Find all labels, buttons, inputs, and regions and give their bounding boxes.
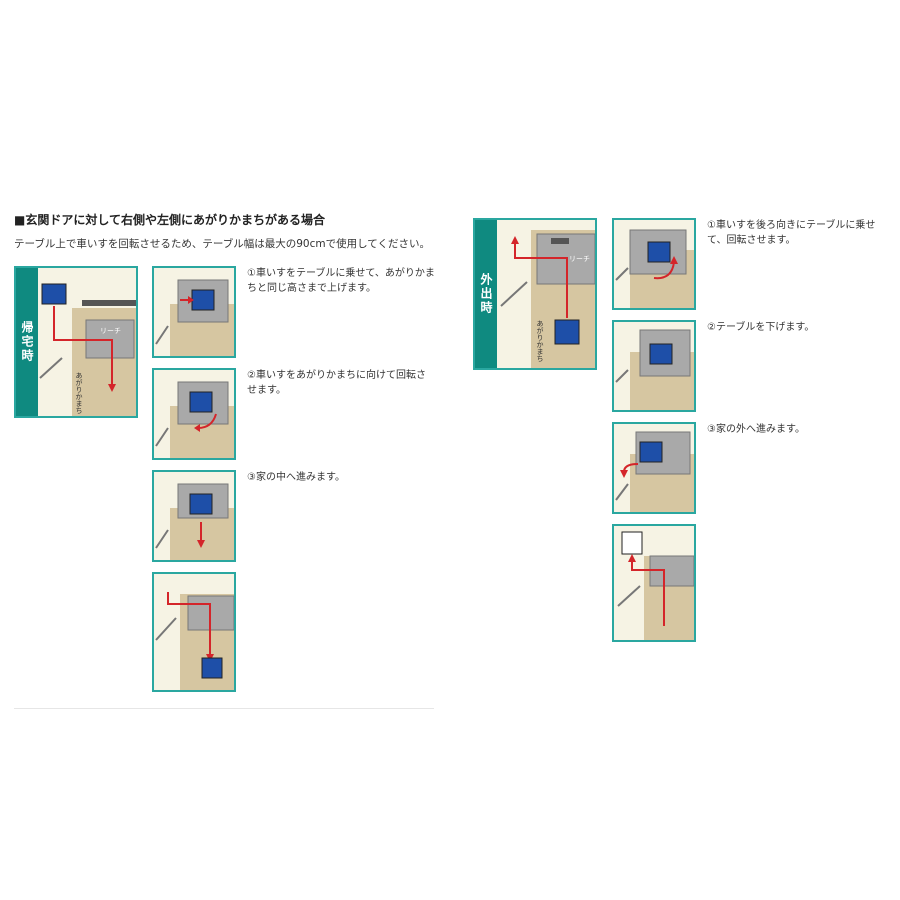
return-home-overview-diagram (38, 268, 136, 416)
return-home-label: 帰宅時 (16, 268, 38, 416)
return-home-reach-label: リーチ (100, 327, 121, 335)
going-out-label: 外出時 (475, 220, 497, 368)
going-out-step3-diagram (612, 422, 696, 514)
return-home-step3-text: ③家の中へ進みます。 (247, 472, 345, 483)
going-out-step3-text: ③家の外へ進みます。 (707, 424, 805, 435)
return-home-step3-diagram (152, 470, 236, 562)
going-out-reach-label: リーチ (569, 255, 590, 263)
return-home-step1-diagram (152, 266, 236, 358)
return-home-overview: 帰宅時 リーチ あがりかまち (14, 266, 138, 418)
going-out-step-label: あがりかまち (536, 320, 544, 362)
going-out-step2-text: ②テーブルを下げます。 (707, 322, 815, 333)
going-out-overview: 外出時 リーチ あがりかまち (473, 218, 597, 370)
going-out-step1-diagram (612, 218, 696, 310)
section-subheading: テーブル上で車いすを回転させるため、テーブル幅は最大の90cmで使用してください… (14, 238, 430, 250)
going-out-overview-diagram (497, 220, 595, 368)
return-home-step2-text: ②車いすをあがりかまちに向けて回転させます。 (247, 370, 426, 396)
return-home-step-label: あがりかまち (75, 372, 83, 414)
divider-line (14, 708, 434, 709)
section-heading: ■玄関ドアに対して右側や左側にあがりかまちがある場合 (14, 213, 325, 227)
return-home-step4-diagram (152, 572, 236, 692)
going-out-step4-diagram (612, 524, 696, 642)
going-out-step2-diagram (612, 320, 696, 412)
going-out-step1-text: ①車いすを後ろ向きにテーブルに乗せて、回転させます。 (707, 220, 876, 246)
return-home-step2-diagram (152, 368, 236, 460)
return-home-step1-text: ①車いすをテーブルに乗せて、あがりかまちと同じ高さまで上げます。 (247, 268, 435, 294)
